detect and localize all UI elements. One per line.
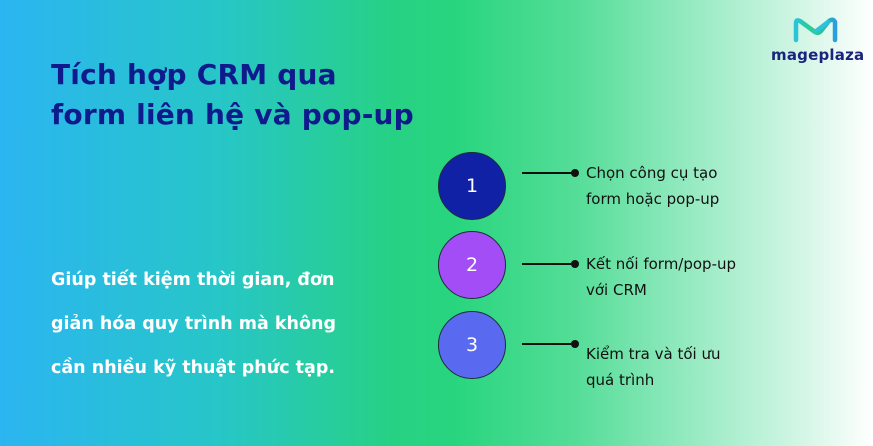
logo-wordmark: mageplaza xyxy=(771,46,865,64)
connector-line xyxy=(522,340,579,348)
title-line: form liên hệ và pop-up xyxy=(51,98,414,131)
title-line: Tích hợp CRM qua xyxy=(51,58,337,91)
step-label: Chọn công cụ tạo form hoặc pop-up xyxy=(586,160,719,212)
description-line: giản hóa quy trình mà không xyxy=(51,314,336,334)
step-number-badge: 2 xyxy=(438,231,506,299)
description-line: cần nhiều kỹ thuật phức tạp. xyxy=(51,358,336,378)
step-label-line: với CRM xyxy=(586,281,647,299)
step-label: Kiểm tra và tối ưu quá trình xyxy=(586,341,720,393)
page-title: Tích hợp CRM qua form liên hệ và pop-up xyxy=(51,55,414,135)
step-2: 2 Kết nối form/pop-up với CRM xyxy=(438,231,858,311)
step-3: 3 Kiểm tra và tối ưu quá trình xyxy=(438,311,858,391)
connector-line xyxy=(522,260,579,268)
description-line: Giúp tiết kiệm thời gian, đơn xyxy=(51,270,335,290)
step-number-badge: 1 xyxy=(438,152,506,220)
step-label-line: quá trình xyxy=(586,371,655,389)
step-label: Kết nối form/pop-up với CRM xyxy=(586,251,736,303)
mageplaza-logo: mageplaza xyxy=(771,16,865,64)
step-label-line: Kiểm tra và tối ưu xyxy=(586,345,721,363)
step-label-line: Kết nối form/pop-up xyxy=(586,255,737,273)
step-number-badge: 3 xyxy=(438,311,506,379)
step-label-line: form hoặc pop-up xyxy=(586,190,720,208)
step-1: 1 Chọn công cụ tạo form hoặc pop-up xyxy=(438,152,858,232)
description: Giúp tiết kiệm thời gian, đơn giản hóa q… xyxy=(51,258,336,390)
step-label-line: Chọn công cụ tạo xyxy=(586,164,718,182)
mageplaza-m-icon xyxy=(793,17,838,43)
connector-line xyxy=(522,169,579,177)
